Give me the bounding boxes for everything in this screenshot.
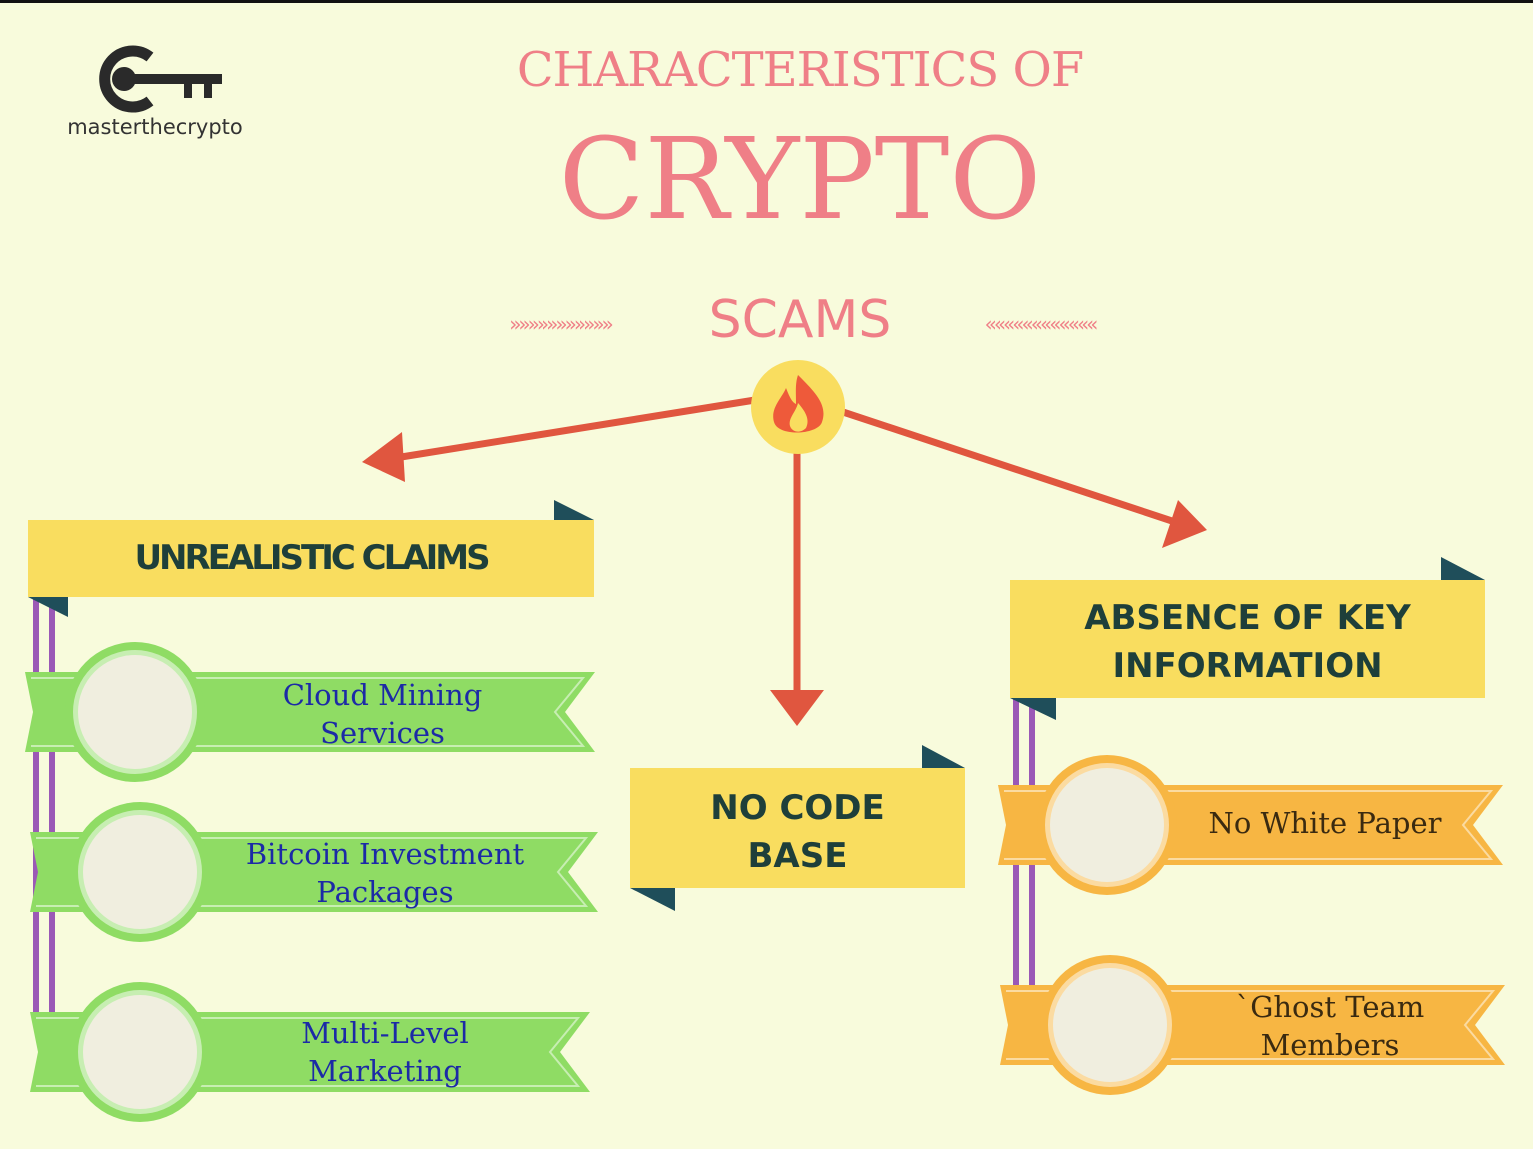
banner-no-code-base [630, 745, 965, 911]
category-no-code-base: NO CODE BASE [710, 788, 885, 876]
decoration-right: «««««««««««« [984, 312, 1099, 336]
ribbon-no-white-paper [998, 755, 1503, 895]
title-line3: SCAMS [708, 290, 892, 350]
ribbon-ghost-team [1000, 955, 1505, 1095]
item-bitcoin-investment-packages: Bitcoin Investment Packages [245, 837, 525, 909]
arrow-right [841, 408, 1177, 526]
fire-icon [751, 360, 845, 454]
banner-absence-of-key-information [1010, 557, 1485, 720]
banner-unrealistic-claims [28, 500, 594, 617]
decoration-left: »»»»»»»»»»» [509, 312, 614, 336]
item-multi-level-marketing: Multi-Level Marketing [301, 1016, 469, 1088]
brand-name: masterthecrypto [67, 115, 243, 139]
item-ghost-team-members: `Ghost Team Members [1235, 990, 1425, 1062]
ribbon-cloud-mining [25, 642, 595, 782]
arrows [362, 396, 1207, 726]
item-cloud-mining-services: Cloud Mining Services [282, 678, 483, 750]
category-unrealistic-claims: UNREALISTIC CLAIMS [134, 538, 490, 578]
title-line1: CHARACTERISTICS OF [516, 42, 1084, 98]
title-line2: CRYPTO [558, 115, 1042, 245]
top-border [0, 0, 1533, 3]
ribbon-bitcoin-investment [30, 802, 598, 942]
category-absence-of-key-information: ABSENCE OF KEY INFORMATION [1084, 598, 1411, 686]
key-icon [99, 45, 222, 113]
arrow-left [394, 396, 756, 462]
item-no-white-paper: No White Paper [1208, 806, 1442, 840]
ribbon-multi-level-marketing [30, 982, 590, 1122]
